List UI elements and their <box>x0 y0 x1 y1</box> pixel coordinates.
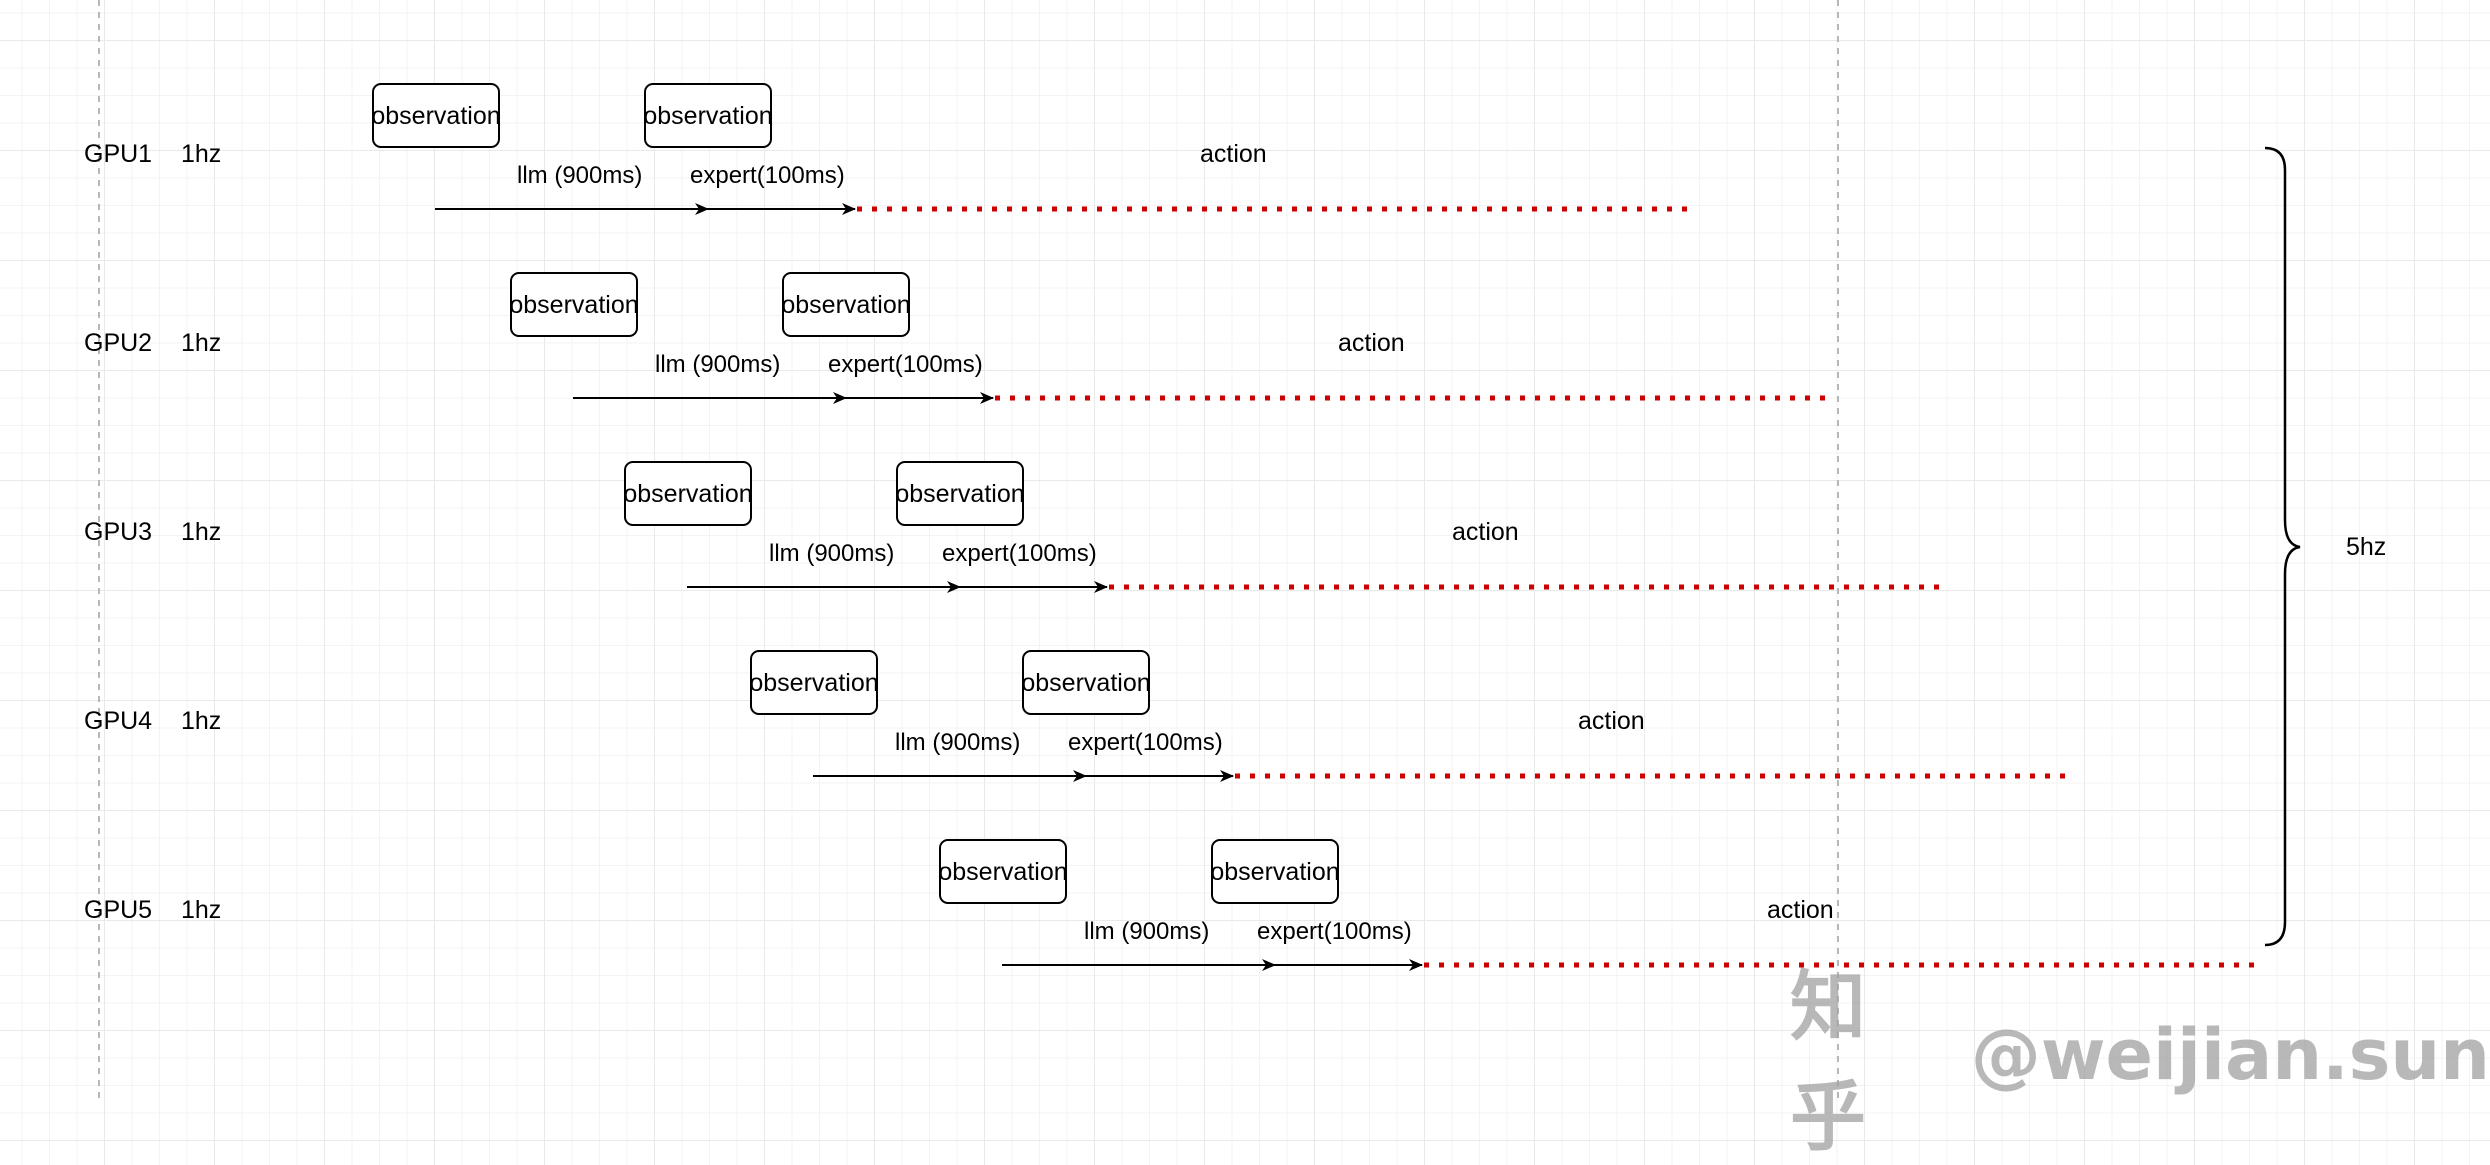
observation-box-2 <box>1211 839 1339 904</box>
observation-label: observation <box>1021 669 1150 697</box>
combined-brace <box>2264 146 2301 947</box>
expert-label: expert(100ms) <box>1068 729 1223 756</box>
llm-label: llm (900ms) <box>517 162 642 189</box>
llm-label: llm (900ms) <box>655 351 780 378</box>
observation-label: observation <box>643 102 772 130</box>
gpu-label: GPU2 <box>84 329 152 357</box>
gpu-row: GPU5 1hz observation observation llm (900ms)… <box>84 839 2264 971</box>
gpu-label: GPU5 <box>84 896 152 924</box>
action-label: action <box>1338 329 1405 357</box>
observation-box-2 <box>644 83 772 148</box>
expert-label: expert(100ms) <box>690 162 845 189</box>
action-label: action <box>1200 140 1267 168</box>
gpu-label: GPU4 <box>84 707 152 735</box>
observation-label: observation <box>623 480 752 508</box>
gpu-row: GPU3 1hz observation observation llm (900ms)… <box>84 461 1949 593</box>
expert-label: expert(100ms) <box>828 351 983 378</box>
observation-label: observation <box>895 480 1024 508</box>
pipeline-diagram: GPU1 1hz observation observation llm (900ms)… <box>84 0 2386 1104</box>
rate-label: 1hz <box>181 518 221 546</box>
observation-label: observation <box>1210 858 1339 886</box>
observation-label: observation <box>938 858 1067 886</box>
observation-label: observation <box>509 291 638 319</box>
observation-label: observation <box>749 669 878 697</box>
rate-label: 1hz <box>181 140 221 168</box>
expert-label: expert(100ms) <box>942 540 1097 567</box>
observation-label: observation <box>371 102 500 130</box>
observation-box-2 <box>782 272 910 337</box>
expert-label: expert(100ms) <box>1257 918 1412 945</box>
watermark: 知乎 @weijian.sun <box>1790 945 2490 1165</box>
observation-box-1 <box>750 650 878 715</box>
rate-label: 1hz <box>181 896 221 924</box>
gpu-label: GPU1 <box>84 140 152 168</box>
llm-label: llm (900ms) <box>769 540 894 567</box>
llm-label: llm (900ms) <box>1084 918 1209 945</box>
rate-label: 1hz <box>181 707 221 735</box>
gpu-row: GPU1 1hz observation observation llm (900ms)… <box>84 83 1697 215</box>
gpu-label: GPU3 <box>84 518 152 546</box>
combined-rate-label: 5hz <box>2346 533 2386 561</box>
llm-label: llm (900ms) <box>895 729 1020 756</box>
action-label: action <box>1767 896 1834 924</box>
action-label: action <box>1578 707 1645 735</box>
observation-box-1 <box>510 272 638 337</box>
gpu-row: GPU4 1hz observation observation llm (900ms)… <box>84 650 2075 782</box>
rate-label: 1hz <box>181 329 221 357</box>
observation-box-1 <box>624 461 752 526</box>
action-label: action <box>1452 518 1519 546</box>
watermark-logo: 知乎 <box>1790 962 1870 1161</box>
observation-box-2 <box>896 461 1024 526</box>
observation-box-1 <box>939 839 1067 904</box>
watermark-handle: @weijian.sun <box>1970 1014 2490 1096</box>
observation-label: observation <box>781 291 910 319</box>
observation-box-1 <box>372 83 500 148</box>
observation-box-2 <box>1022 650 1150 715</box>
gpu-row: GPU2 1hz observation observation llm (900ms)… <box>84 272 1835 404</box>
